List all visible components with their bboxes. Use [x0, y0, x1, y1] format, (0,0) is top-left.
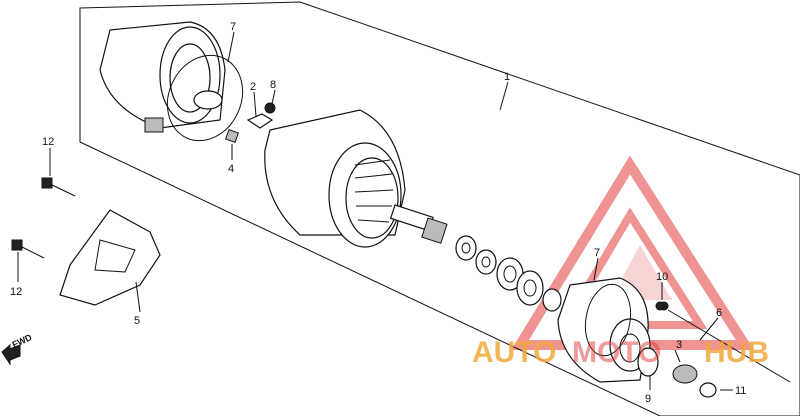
callout-11: 11 — [735, 385, 746, 397]
callout-3: 3 — [676, 339, 682, 351]
through-bolt — [667, 309, 791, 383]
end-cover — [557, 277, 651, 383]
fwd-label: FWD — [11, 332, 34, 350]
watermark-hub: HUB — [704, 336, 769, 369]
callout-9: 9 — [645, 393, 651, 405]
assembly-boundary — [79, 1, 800, 416]
callout-12-low: 12 — [10, 286, 22, 298]
callout-2: 2 — [250, 81, 256, 93]
bracket — [59, 209, 161, 306]
brush-parts — [224, 102, 276, 144]
leader-lines — [17, 31, 733, 391]
o-ring-lower — [584, 283, 632, 357]
callout-6: 6 — [716, 307, 722, 319]
callout-4: 4 — [228, 163, 234, 175]
callout-7-low: 7 — [594, 247, 600, 259]
seal — [637, 347, 659, 377]
washer — [699, 382, 717, 398]
callout-7-top: 7 — [230, 21, 236, 33]
shaft-washers — [455, 235, 562, 312]
watermark-auto: AUTO — [472, 336, 556, 369]
callout-12-top: 12 — [42, 136, 54, 148]
callout-8: 8 — [270, 79, 276, 91]
bearing — [672, 364, 698, 384]
callout-10: 10 — [656, 271, 668, 283]
watermark-text: AUTO MOTO HUB — [472, 336, 769, 369]
watermark-moto: MOTO — [572, 336, 661, 369]
mounting-bolts — [11, 177, 76, 259]
callout-1: 1 — [504, 71, 510, 83]
o-ring-top — [166, 54, 244, 142]
nut — [655, 301, 665, 311]
callout-labels: 7 1 2 8 4 12 12 5 7 10 6 3 9 11 — [10, 21, 746, 405]
armature — [264, 109, 448, 248]
fwd-arrow: FWD — [1, 332, 34, 366]
motor-yoke — [99, 21, 226, 133]
callout-5: 5 — [134, 315, 140, 327]
